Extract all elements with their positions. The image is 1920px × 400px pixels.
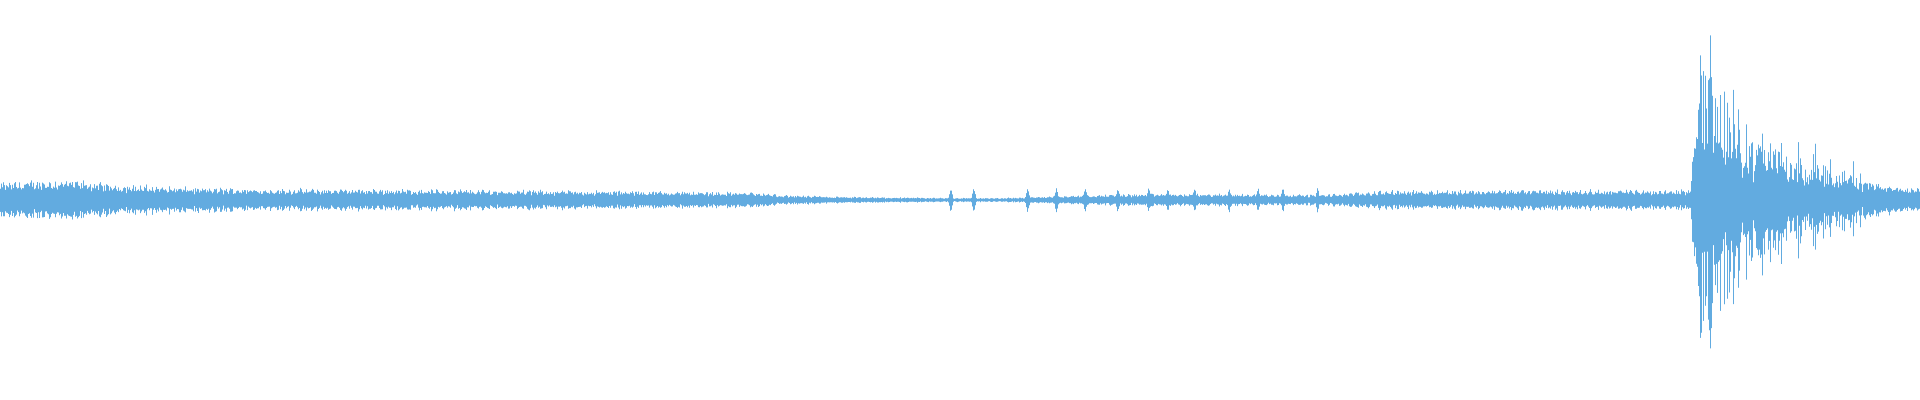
waveform-bars	[0, 35, 1920, 349]
waveform-trace	[0, 35, 1920, 349]
